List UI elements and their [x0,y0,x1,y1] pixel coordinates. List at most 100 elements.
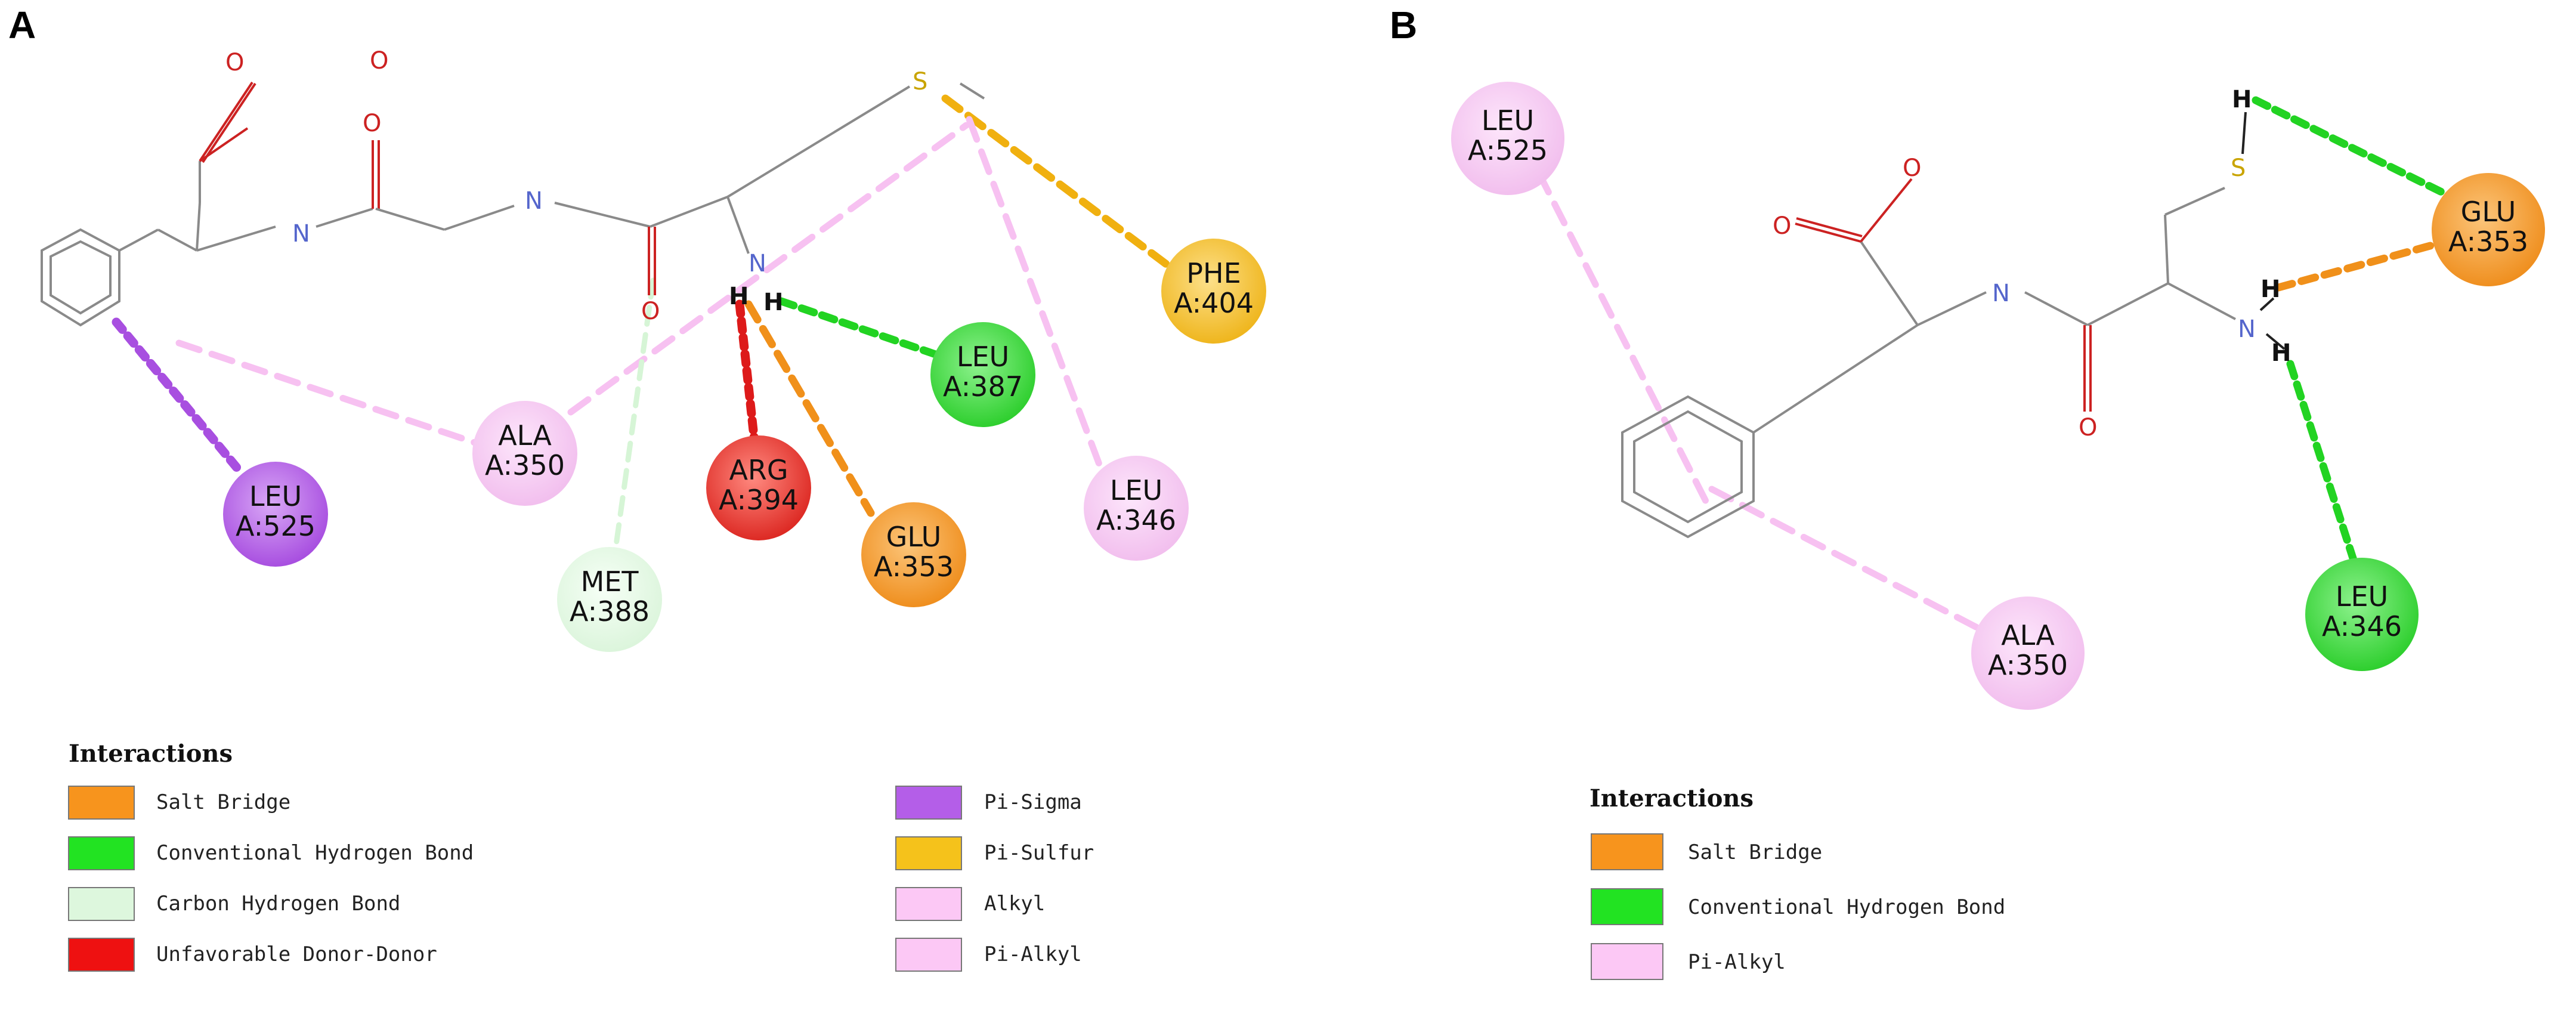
line-conv-hbond-leu387 [777,297,947,361]
residue-id: A:404 [1174,287,1254,319]
legend-title-b: Interactions [1589,784,1754,812]
legend-title-a: Interactions [69,740,233,768]
residue-met388-a: MET A:388 [557,547,662,652]
svg-text:Pi-Alkyl: Pi-Alkyl [1688,950,1786,974]
line-alkyl-s-leu346 [966,116,1110,487]
residue-name: GLU [886,521,942,553]
svg-text:Pi-Sigma: Pi-Sigma [984,790,1082,814]
phenyl-ring-a [41,228,120,327]
residue-id: A:525 [1468,134,1548,166]
legend-item: Salt Bridge [1591,833,1822,870]
panel-b: B O [1390,4,2545,980]
atom-o3-b: O [2079,414,2097,441]
residue-leu346-a: LEU A:346 [1084,456,1189,561]
line-alkyl-ring-ala350 [175,339,484,448]
residue-leu525-a: LEU A:525 [223,462,328,567]
residue-leu387-a: LEU A:387 [930,322,1035,427]
svg-text:Alkyl: Alkyl [984,892,1045,916]
line-salt-bridge-glu353-b [2274,237,2450,292]
residue-id: A:525 [236,510,316,542]
legend-b: Interactions Salt Bridge Conventional Hy… [1589,784,2005,980]
atom-s-a: S [913,68,927,95]
interaction-lines-a [112,94,1176,561]
atom-n2-b: N [2238,316,2256,343]
residue-id: A:350 [485,449,565,481]
residue-ala350-b: ALA A:350 [1971,597,2085,710]
atom-o1-a: O [225,49,244,76]
legend-item: Salt Bridge [68,786,290,820]
residue-name: LEU [957,341,1009,373]
residue-leu346-b: LEU A:346 [2305,558,2419,671]
svg-text:Pi-Sulfur: Pi-Sulfur [984,841,1094,865]
line-salt-bridge-glu353-a [744,300,875,517]
residue-id: A:353 [874,551,954,583]
residue-id: A:350 [1988,649,2068,681]
atom-h1-b: H [2232,86,2252,113]
svg-text:Unfavorable Donor-Donor: Unfavorable Donor-Donor [156,942,437,966]
panel-a: A [8,4,1266,972]
svg-text:Carbon Hydrogen Bond: Carbon Hydrogen Bond [156,892,400,916]
atom-o2-b: O [1773,212,1791,240]
residue-name: ALA [2001,619,2055,651]
atom-h3-b: H [2271,339,2291,367]
legend-a: Interactions Salt Bridge Conventional Hy… [68,740,1094,972]
residue-name: PHE [1186,257,1241,289]
atom-h2-b: H [2260,276,2280,303]
residue-leu525-b: LEU A:525 [1451,82,1564,195]
atom-h2-a: H [763,289,783,316]
line-unfavorable-arg394 [735,299,759,446]
atom-o2-a: O [370,47,388,75]
line-pi-alkyl-ring-ala350-b [1708,486,1990,636]
atom-o4-a: O [641,298,660,325]
interaction-lines-b [1535,96,2456,636]
residue-id: A:394 [719,484,799,516]
residue-id: A:388 [570,595,650,628]
panel-letter-a: A [8,4,36,47]
atom-n1-b: N [1992,280,2010,307]
residue-name: LEU [2336,580,2388,613]
residue-name: LEU [249,480,302,512]
svg-text:Pi-Alkyl: Pi-Alkyl [984,942,1082,966]
svg-text:Salt Bridge: Salt Bridge [156,790,290,814]
residue-id: A:353 [2448,225,2528,258]
legend-item: Unfavorable Donor-Donor [68,938,437,972]
legend-item: Pi-Alkyl [895,938,1082,972]
legend-item: Conventional Hydrogen Bond [68,836,474,870]
residue-name: GLU [2461,196,2516,228]
line-conv-hbond-s-glu353-b [2252,96,2456,201]
residue-id: A:346 [2322,610,2402,642]
svg-text:Conventional Hydrogen Bond: Conventional Hydrogen Bond [156,841,474,865]
residues-a: LEU A:525 ALA A:350 MET A:388 ARG A:394 … [223,239,1266,652]
ligand-a: O O O O N N N S H H [41,47,985,327]
atom-n1-a: N [292,220,310,248]
atom-s-b: S [2231,154,2246,182]
residues-b: LEU A:525 GLU A:353 ALA A:350 LEU A:346 [1451,82,2545,710]
legend-item: Pi-Sigma [895,786,1082,820]
residue-id: A:346 [1096,504,1176,536]
atom-o3-a: O [363,110,381,137]
line-pi-alkyl-leu525-b [1535,169,1709,505]
panel-letter-b: B [1390,4,1417,47]
legend-item: Conventional Hydrogen Bond [1591,888,2005,925]
residue-glu353-b: GLU A:353 [2432,173,2545,286]
legend-item: Carbon Hydrogen Bond [68,887,400,921]
residue-name: ARG [729,454,788,486]
legend-item: Pi-Alkyl [1591,943,1786,980]
line-alkyl-ala350-s [539,122,970,436]
atom-h1-a: H [729,283,749,310]
residue-name: LEU [1482,104,1534,137]
atom-n3-a: N [749,250,766,277]
residue-glu353-a: GLU A:353 [861,502,966,607]
atom-o1-b: O [1903,154,1921,182]
ligand-b: O O O N N S H H H [1621,86,2291,539]
residue-phe404-a: PHE A:404 [1161,239,1266,344]
line-pi-sigma-leu525 [112,317,245,476]
legend-item: Alkyl [895,887,1045,921]
legend-item: Pi-Sulfur [895,836,1094,870]
svg-text:Salt Bridge: Salt Bridge [1688,840,1822,864]
line-pi-sulfur-phe404 [941,94,1176,273]
line-conv-hbond-leu346-b [2286,360,2359,568]
residue-name: MET [581,565,639,598]
